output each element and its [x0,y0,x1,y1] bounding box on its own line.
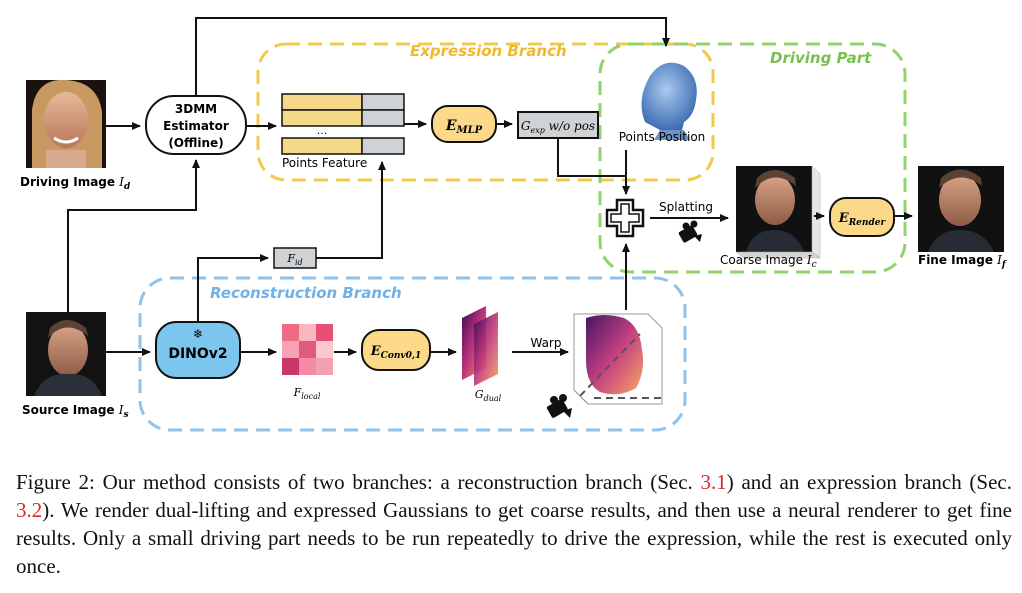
frozen-snowflake-icon: ❄ [193,327,203,341]
reconstruction-branch-region [138,276,687,432]
g-dual-label: Gdual [475,388,502,403]
caption-ref-sec31[interactable]: 3.1 [700,470,727,494]
figure-caption: Figure 2: Our method consists of two bra… [16,470,1012,578]
warp-label: Warp [530,336,561,350]
dinov2-label: DINOv2 [168,346,227,362]
source-image [26,312,106,396]
estimator-line3: (Offline) [168,136,223,150]
f-id-label: Fid [286,252,302,267]
reconstruction-branch-title: Reconstruction Branch [210,284,402,302]
combine-plus-icon [605,198,645,238]
expression-branch-region [256,42,715,182]
fine-image-label: Fine Image If [918,253,1008,270]
e-render-label: ERender [838,211,887,228]
e-conv-node [361,329,431,371]
connections [67,17,913,356]
driving-image-label: Driving Image Id [20,175,131,192]
coarse-image [735,165,821,259]
camera-icon [678,220,702,243]
driving-part-title: Driving Part [770,49,872,67]
e-conv-label: EConv0,1 [370,344,422,361]
e-mlp-label: EMLP [445,118,483,136]
gaussian-volume-cube [573,313,663,405]
estimator-line2: Estimator [163,119,229,133]
expression-branch-title: Expression Branch [410,42,567,60]
source-image-label: Source Image Is [22,403,129,420]
method-diagram: Expression Branch Driving Part Reconstru… [20,17,1008,432]
e-mlp-node [431,105,497,143]
camera-icon-reconstruction [546,394,572,418]
estimator-line1: 3DMM [175,102,217,116]
splatting-label: Splatting [659,200,713,214]
g-exp-label: Gexp w/o pos [521,119,595,135]
driving-part-region [598,42,907,274]
points-feature-label: Points Feature [282,156,367,170]
caption-ref-sec32[interactable]: 3.2 [16,498,43,522]
g-dual-planes [462,306,498,386]
points-feature-block [281,93,405,155]
points-position-label: Points Position [619,130,706,144]
driving-image [26,79,106,168]
fine-image [918,166,1004,252]
g-exp-node [517,111,599,139]
f-local-grid [282,324,333,375]
points-feature-dots: ... [317,124,328,137]
coarse-image-label: Coarse Image Ic [720,253,817,270]
points-position-head-icon [641,62,697,140]
f-local-label: Flocal [293,386,321,401]
